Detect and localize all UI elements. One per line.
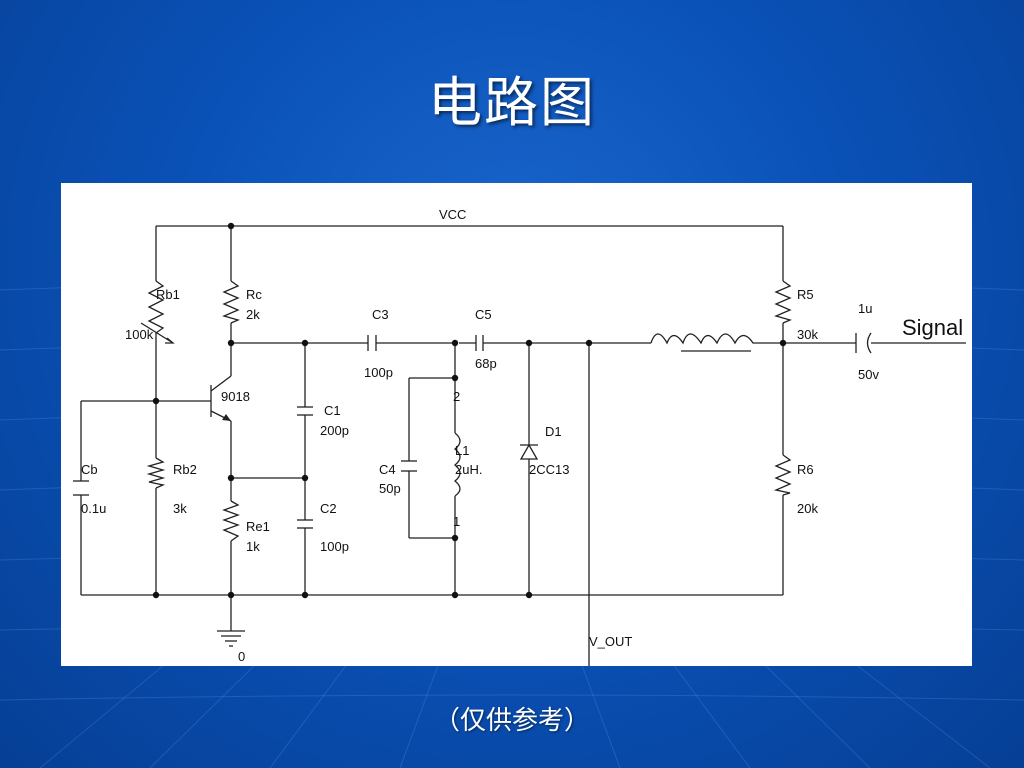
- resistor-r5: [774, 280, 792, 324]
- label-c4-value: 50p: [379, 481, 401, 496]
- label-c5-value: 68p: [475, 356, 497, 371]
- label-cb-value: 0.1u: [81, 501, 106, 516]
- label-r6: R6: [797, 462, 814, 477]
- label-re1-value: 1k: [246, 539, 260, 554]
- label-vout: V_OUT: [589, 634, 632, 649]
- transistor-9018: [210, 375, 232, 422]
- label-pin1: 1: [453, 514, 460, 529]
- label-c2: C2: [320, 501, 337, 516]
- label-rb1: Rb1: [156, 287, 180, 302]
- label-pin2: 2: [453, 389, 460, 404]
- label-c1-value: 200p: [320, 423, 349, 438]
- capacitor-cb: [73, 480, 89, 496]
- label-c2-value: 100p: [320, 539, 349, 554]
- label-output-cap-value: 50v: [858, 367, 879, 382]
- resistor-rb2: [146, 457, 166, 489]
- capacitor-c3: [367, 335, 377, 351]
- inductor-l1: [453, 432, 461, 497]
- label-rc: Rc: [246, 287, 262, 302]
- junction-dots: [152, 222, 787, 599]
- label-rc-value: 2k: [246, 307, 260, 322]
- label-rb1-value: 100k: [125, 327, 154, 342]
- capacitor-c2: [297, 519, 313, 529]
- label-c1: C1: [324, 403, 341, 418]
- ground-symbol: [217, 630, 245, 647]
- label-ground: 0: [238, 649, 245, 664]
- label-d1-value: 2CC13: [529, 462, 569, 477]
- resistor-rc: [222, 280, 240, 324]
- capacitor-c5: [475, 335, 484, 351]
- slide-footer-note: （仅供参考）: [433, 706, 590, 736]
- label-re1: Re1: [246, 519, 270, 534]
- label-d1: D1: [545, 424, 562, 439]
- label-rb2-value: 3k: [173, 501, 187, 516]
- label-c5: C5: [475, 307, 492, 322]
- label-r5: R5: [797, 287, 814, 302]
- label-c4: C4: [379, 462, 396, 477]
- label-r5-value: 30k: [797, 327, 818, 342]
- label-rb2: Rb2: [173, 462, 197, 477]
- label-cb: Cb: [81, 462, 98, 477]
- diode-d1: [519, 435, 539, 460]
- resistor-re1: [222, 500, 240, 542]
- label-r6-value: 20k: [797, 501, 818, 516]
- resistor-r6: [773, 454, 792, 496]
- slide-title: 电路图: [428, 71, 596, 134]
- capacitor-output: [855, 332, 872, 354]
- circuit-schematic: VCC Rb1 100k Rc 2k 9018 Rb2 3k Cb 0.1u R…: [73, 207, 966, 666]
- label-c3-value: 100p: [364, 365, 393, 380]
- label-signal: Signal: [902, 315, 963, 340]
- label-transistor: 9018: [221, 389, 250, 404]
- label-l1: L1: [455, 443, 469, 458]
- inductor-output: [650, 333, 756, 352]
- wires: [80, 225, 966, 666]
- capacitor-c1: [297, 406, 313, 416]
- capacitor-c4: [401, 460, 417, 472]
- label-c3: C3: [372, 307, 389, 322]
- circuit-diagram-panel: VCC Rb1 100k Rc 2k 9018 Rb2 3k Cb 0.1u R…: [61, 183, 972, 666]
- label-output-cap: 1u: [858, 301, 872, 316]
- label-l1-value: 2uH.: [455, 462, 482, 477]
- resistor-rb1: [140, 280, 175, 344]
- label-vcc: VCC: [439, 207, 466, 222]
